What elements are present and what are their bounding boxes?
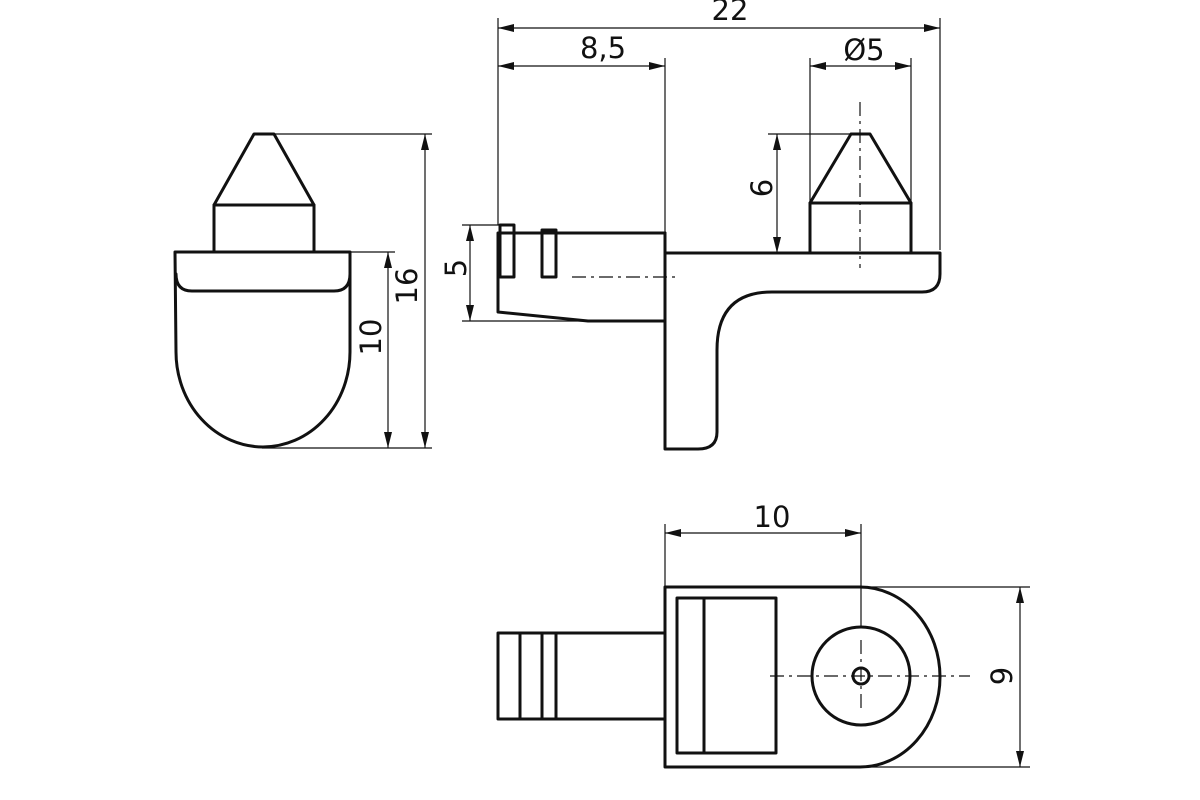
side-view-pin-shank	[496, 231, 667, 323]
dim-body-height-label: 10	[354, 319, 388, 356]
dim-pin-length-label: 8,5	[580, 31, 626, 65]
dim-pin-height-label: 6	[745, 179, 779, 197]
dim-total-length-label: 22	[712, 0, 749, 27]
top-view-plate	[663, 585, 942, 769]
top-view-shank	[496, 631, 667, 721]
top-view-web	[675, 596, 778, 755]
dim-width-label: 9	[985, 667, 1019, 685]
dim-pin-diameter-label: Ø5	[843, 33, 884, 67]
dimension-shank-height: 5	[439, 224, 588, 322]
dimension-pin-diameter: Ø5	[809, 33, 912, 203]
side-view-bracket	[663, 231, 942, 451]
dim-height-label: 16	[390, 268, 424, 305]
dimension-total-length: 22	[497, 0, 941, 250]
side-view-front-ring	[498, 223, 516, 279]
side-view	[496, 102, 942, 451]
end-view-body	[173, 250, 352, 449]
end-view-collar	[212, 203, 316, 254]
end-view	[173, 132, 352, 449]
dimension-pin-length: 8,5	[498, 31, 666, 233]
dimension-pin-height: 6	[745, 133, 851, 253]
top-view	[496, 585, 970, 769]
dimension-body-height: 10	[350, 251, 395, 448]
end-view-cone	[212, 132, 316, 207]
dim-plate-length-label: 10	[754, 500, 791, 534]
end-view-inner-shelf	[174, 272, 352, 293]
dimension-width: 9	[860, 586, 1030, 768]
dim-shank-height-label: 5	[439, 259, 473, 277]
side-view-rear-ring	[540, 228, 558, 279]
dimension-plate-length: 10	[664, 500, 862, 627]
dimension-height: 16	[262, 133, 432, 449]
